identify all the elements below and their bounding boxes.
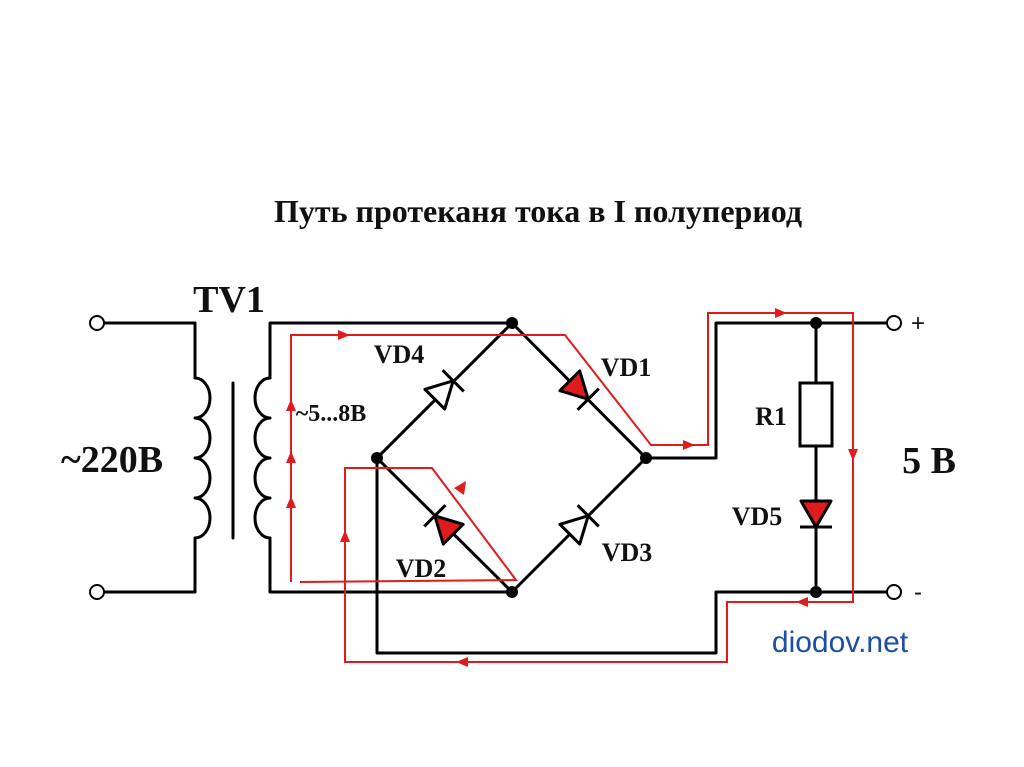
label-r1: R1 xyxy=(755,402,787,431)
output-voltage-label: 5 В xyxy=(902,440,956,482)
current-arrow xyxy=(796,597,808,607)
diode-vd1 xyxy=(558,369,600,411)
current-arrow xyxy=(286,399,296,411)
primary-winding xyxy=(193,376,212,540)
current-arrow xyxy=(683,440,695,450)
label-vd5: VD5 xyxy=(732,502,783,531)
label-vd2: VD2 xyxy=(396,554,447,583)
diode-vd5 xyxy=(799,499,833,529)
secondary-bottom-wire xyxy=(268,536,514,594)
secondary-winding xyxy=(253,376,272,540)
output-negative-wire xyxy=(375,456,890,655)
label-vd1: VD1 xyxy=(601,353,652,382)
current-arrow xyxy=(454,481,466,495)
transformer-label: TV1 xyxy=(193,279,265,321)
primary-top-wire xyxy=(102,321,197,380)
transformer-tv1 xyxy=(193,376,272,540)
watermark-logo: diodov.net xyxy=(772,626,909,659)
input-terminal-bottom xyxy=(89,584,105,600)
current-loop-line xyxy=(290,312,854,663)
current-arrow xyxy=(848,449,858,461)
input-terminal-top xyxy=(89,315,105,331)
output-positive-wire xyxy=(644,321,890,460)
diode-vd4 xyxy=(423,369,465,411)
label-vd3: VD3 xyxy=(602,538,653,567)
junctions xyxy=(371,317,822,598)
label-vd4: VD4 xyxy=(374,340,425,369)
plus-sign: + xyxy=(911,310,925,337)
resistor-r1 xyxy=(798,381,834,448)
current-arrow xyxy=(456,657,468,667)
junction-dot xyxy=(506,317,518,329)
output-terminal-plus xyxy=(886,315,902,331)
current-path xyxy=(286,308,858,667)
minus-sign: - xyxy=(914,579,922,606)
junction-dot xyxy=(640,452,652,464)
secondary-voltage-label: ~5...8В xyxy=(296,401,367,427)
current-arrow xyxy=(286,451,296,463)
current-arrow xyxy=(340,530,350,542)
junction-dot xyxy=(810,317,822,329)
current-arrow xyxy=(775,308,787,318)
current-arrow xyxy=(286,496,296,508)
diode-vd2 xyxy=(423,504,465,546)
diode-vd3 xyxy=(558,504,600,546)
terminals xyxy=(89,315,902,600)
input-voltage-label: ~220В xyxy=(61,439,163,481)
diagram-title: Путь протеканя тока в I полупериод xyxy=(274,193,802,229)
secondary-top-wire xyxy=(268,321,514,380)
junction-dot xyxy=(371,452,383,464)
junction-dot xyxy=(810,586,822,598)
current-arrow xyxy=(338,330,350,340)
junction-dot xyxy=(506,586,518,598)
primary-bottom-wire xyxy=(102,536,197,594)
circuit-wires xyxy=(102,321,890,655)
output-terminal-minus xyxy=(886,584,902,600)
